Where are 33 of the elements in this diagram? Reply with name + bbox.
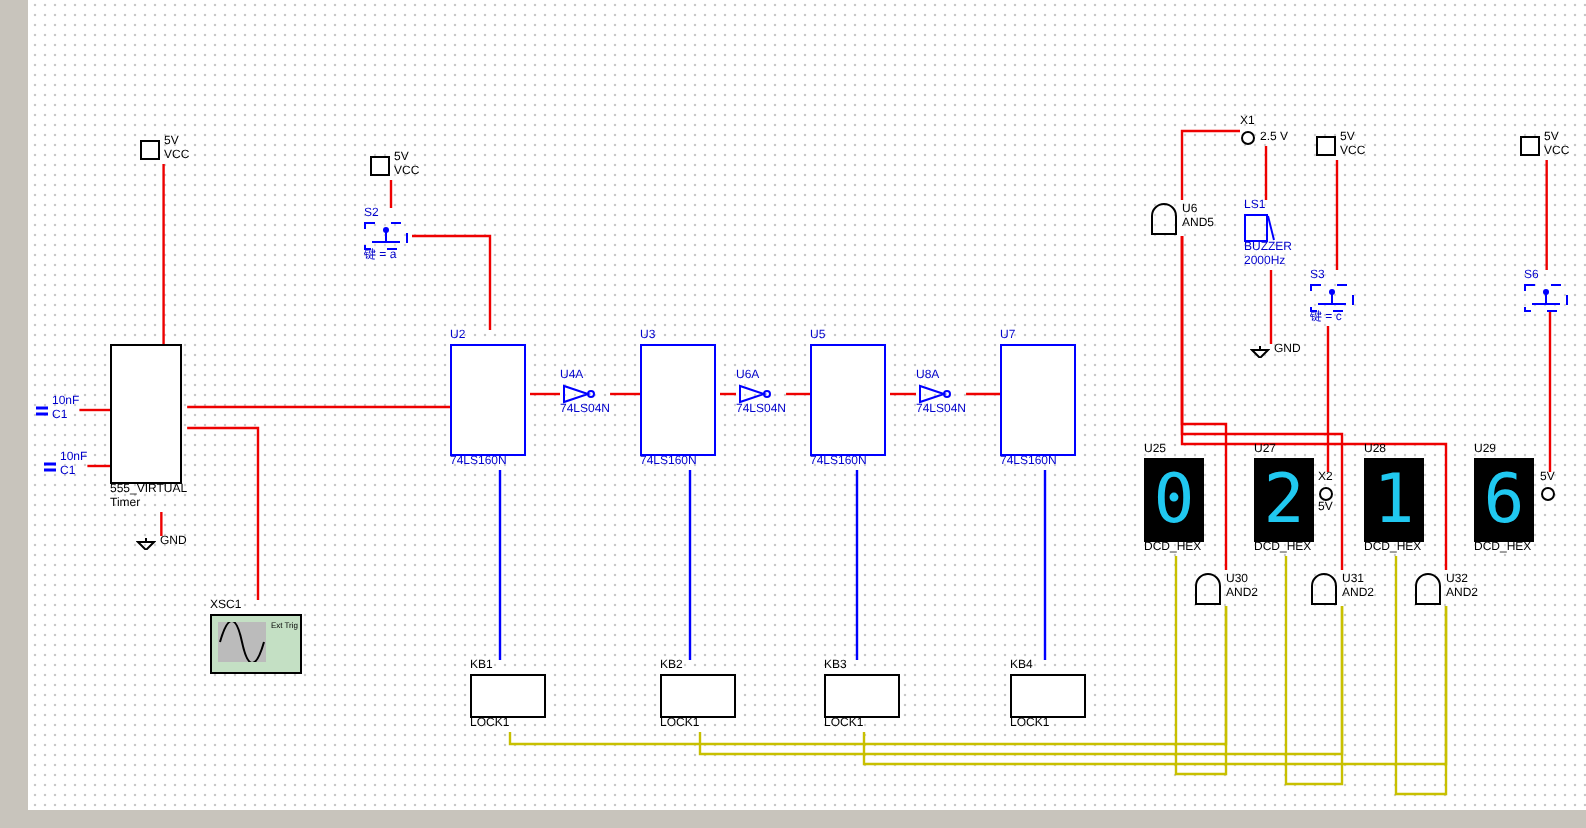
wire (187, 405, 450, 409)
wire (87, 464, 110, 468)
wire (855, 470, 859, 660)
wire (610, 392, 640, 396)
wire (1174, 556, 1228, 776)
wire (498, 470, 502, 660)
wire (1394, 556, 1448, 796)
digit-readout: 1 (1373, 464, 1415, 536)
wire (1548, 312, 1552, 472)
wire (389, 180, 393, 208)
wire (720, 392, 736, 396)
wire (786, 392, 810, 396)
digit-readout: 6 (1483, 464, 1525, 536)
wire (160, 512, 163, 536)
digit-readout: 0 (1153, 464, 1195, 536)
wire (1284, 556, 1344, 786)
wire (1335, 160, 1339, 270)
wire (187, 426, 260, 600)
wire (890, 392, 916, 396)
wire (1180, 236, 1448, 570)
wire (1326, 326, 1330, 472)
wire (966, 392, 1000, 396)
wire (1180, 129, 1240, 200)
wire (1264, 146, 1268, 200)
digit-readout: 2 (1263, 464, 1305, 536)
wire (530, 392, 560, 396)
wire (79, 408, 110, 412)
wire (1269, 270, 1273, 344)
wire (1545, 160, 1548, 270)
wire (1043, 470, 1047, 660)
wire (162, 164, 165, 344)
wire (688, 470, 692, 660)
wire (412, 234, 492, 330)
